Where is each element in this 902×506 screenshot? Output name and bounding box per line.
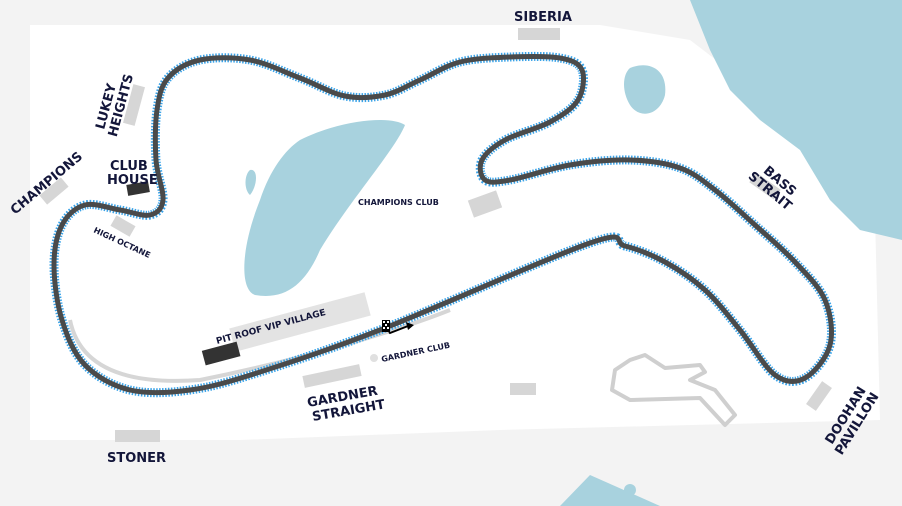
race-track — [51, 53, 834, 396]
label-club-house-1: CLUB — [110, 159, 148, 174]
start-finish-flag-icon — [382, 320, 414, 335]
service-road — [68, 308, 451, 383]
label-siberia: SIBERIA — [514, 10, 572, 25]
pond-bottom — [624, 484, 636, 496]
buildings — [39, 28, 832, 442]
kart-track — [610, 353, 737, 427]
label-stoner: STONER — [107, 451, 166, 466]
lake-infield — [244, 120, 405, 296]
club-house-building — [126, 181, 150, 196]
label-champions-club: CHAMPIONS CLUB — [358, 198, 439, 207]
pond-small — [245, 169, 256, 195]
pond-siberia — [624, 65, 666, 114]
label-club-house-2: HOUSE — [107, 173, 158, 188]
pit-building — [201, 341, 241, 366]
water-bottom — [560, 475, 660, 506]
gardner-club-marker — [370, 354, 378, 362]
lake-bass-strait — [690, 0, 902, 240]
